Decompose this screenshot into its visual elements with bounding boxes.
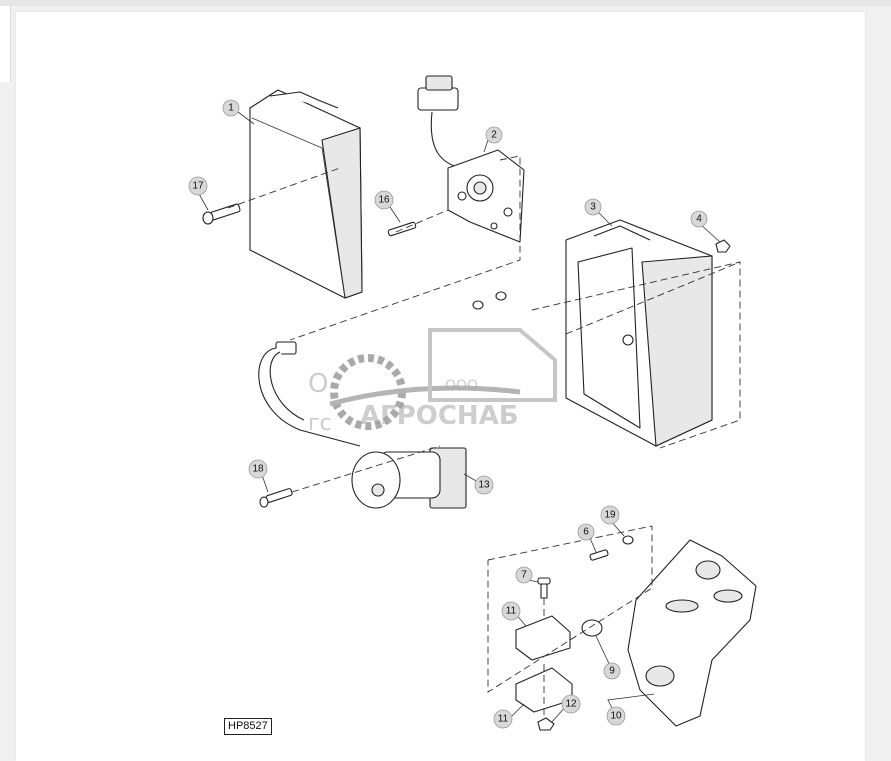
callout-9: 9 <box>603 662 621 680</box>
callout-16: 16 <box>374 190 394 210</box>
svg-text:6: 6 <box>583 527 589 538</box>
left-panel-edge <box>0 6 11 82</box>
svg-text:11: 11 <box>498 714 509 725</box>
part-4-nut <box>715 239 731 253</box>
svg-text:10: 10 <box>610 711 622 722</box>
svg-text:4: 4 <box>696 214 702 225</box>
svg-text:12: 12 <box>565 699 577 710</box>
top-bar <box>0 0 891 6</box>
part-2-connector-plate <box>417 75 525 243</box>
callout-4: 4 <box>690 210 708 228</box>
svg-text:9: 9 <box>609 666 615 677</box>
part-6-screw <box>589 549 609 561</box>
part-19-washer <box>622 535 634 545</box>
svg-text:3: 3 <box>590 202 596 213</box>
callout-11-upper: 11 <box>501 601 521 621</box>
callout-11-lower: 11 <box>493 709 513 729</box>
watermark-brand: АГРОСНАБ <box>360 401 519 431</box>
callout-18: 18 <box>248 459 268 479</box>
part-9-washer <box>581 619 603 637</box>
callout-3: 3 <box>584 198 602 216</box>
callout-13: 13 <box>474 475 494 495</box>
callout-6: 6 <box>577 523 595 541</box>
callout-17: 17 <box>188 176 208 196</box>
wire-harness <box>258 341 361 447</box>
part-1-controller-housing <box>249 89 363 299</box>
part-10-bracket <box>627 539 757 727</box>
part-17-screw <box>202 203 241 225</box>
washers-near-part-2 <box>472 291 507 310</box>
figure-reference-code: HP8527 <box>224 718 272 735</box>
part-7-bolt <box>537 577 551 599</box>
svg-text:13: 13 <box>478 480 490 491</box>
callout-1: 1 <box>222 99 240 117</box>
svg-text:16: 16 <box>378 195 390 206</box>
svg-text:17: 17 <box>192 181 204 192</box>
part-3-enclosure-box <box>565 219 713 447</box>
svg-text:2: 2 <box>491 130 497 141</box>
assembly-dashed-lines <box>227 155 741 716</box>
part-18-screw <box>259 488 293 508</box>
callout-2: 2 <box>485 126 503 144</box>
svg-text:7: 7 <box>521 570 527 581</box>
watermark-fragment-top: О <box>308 369 328 399</box>
part-11-clamp-upper <box>515 615 571 661</box>
watermark-prefix: ООО <box>445 378 478 394</box>
svg-text:18: 18 <box>252 464 264 475</box>
part-12-nut <box>537 717 555 731</box>
svg-text:19: 19 <box>604 510 616 521</box>
svg-text:1: 1 <box>228 103 234 114</box>
watermark: О гс ООО АГРОСНАБ <box>308 328 557 436</box>
callout-12: 12 <box>561 694 581 714</box>
callout-19: 19 <box>600 505 620 525</box>
callout-7: 7 <box>515 566 533 584</box>
callout-10: 10 <box>606 706 626 726</box>
svg-text:11: 11 <box>506 606 517 617</box>
part-13-motor <box>351 447 467 509</box>
watermark-fragment-bottom: гс <box>308 411 332 436</box>
